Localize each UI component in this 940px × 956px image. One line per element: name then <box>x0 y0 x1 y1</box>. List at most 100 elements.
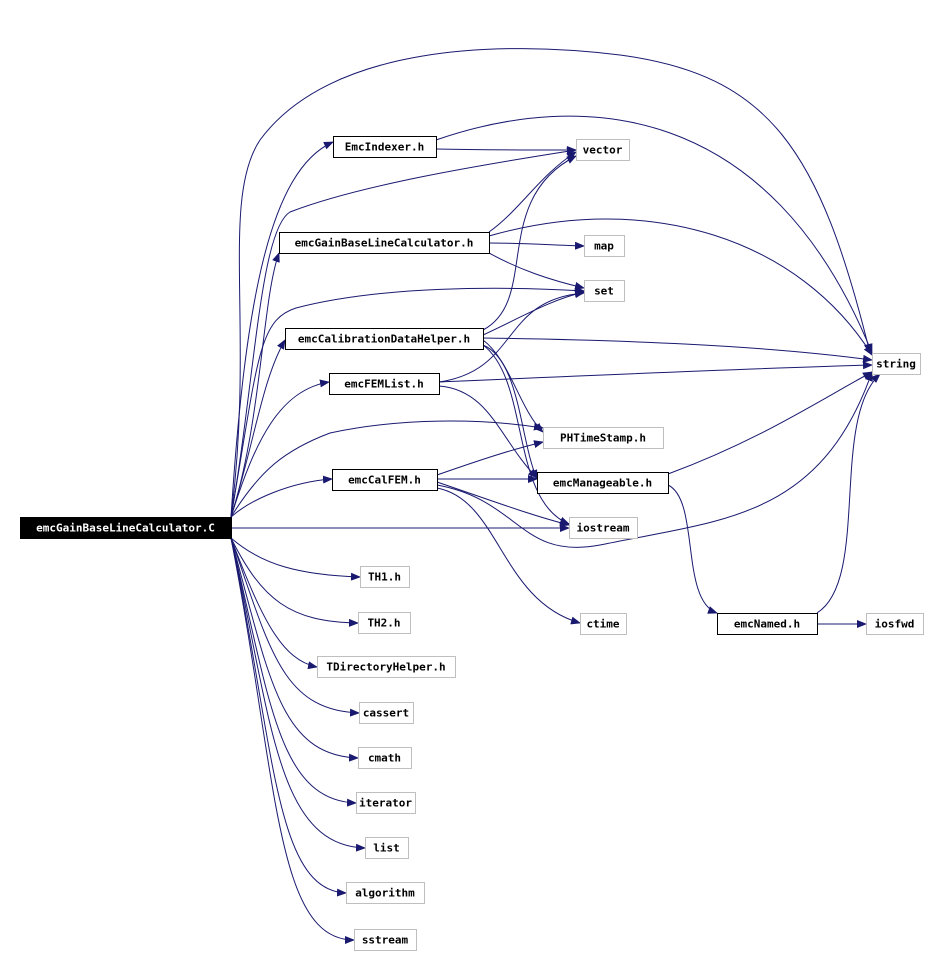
node-label-iosfwd: iosfwd <box>875 618 915 631</box>
node-label-sstream: sstream <box>362 934 409 947</box>
node-box-ctime <box>580 613 627 635</box>
node-label-cassert: cassert <box>363 707 409 720</box>
edge-emcFEMList-to-emcManageable <box>438 385 538 479</box>
node-cmath: cmath <box>358 747 412 769</box>
node-vector: vector <box>576 139 630 161</box>
node-emcCalibDH[interactable]: emcCalibrationDataHelper.h <box>285 328 484 350</box>
edge-root-to-PHTimeStamp <box>230 420 544 518</box>
node-box-cmath <box>358 747 412 769</box>
edge-EmcIndexer-to-string <box>435 115 873 354</box>
edge-emcCalFEM-to-string <box>436 371 873 548</box>
node-string: string <box>872 353 921 375</box>
edge-emcFEMList-to-set <box>438 289 585 383</box>
node-EmcIndexer[interactable]: EmcIndexer.h <box>333 136 437 158</box>
node-label-emcCalFEM: emcCalFEM.h <box>348 474 421 487</box>
node-label-PHTimeStamp: PHTimeStamp.h <box>560 432 646 445</box>
node-map: map <box>584 235 625 257</box>
edge-root-to-cassert <box>230 537 360 717</box>
edge-emcManageable-to-string <box>667 371 873 475</box>
node-TDirectoryHelper: TDirectoryHelper.h <box>317 656 456 678</box>
edge-emcCalibDH-to-vector <box>482 155 577 331</box>
node-label-emcCalibDH: emcCalibrationDataHelper.h <box>298 333 470 346</box>
edge-root-to-TDirectoryHelper <box>230 537 318 670</box>
node-box-emcCalibDH <box>285 328 484 350</box>
edge-root-to-cmath <box>230 537 359 762</box>
node-label-TH2: TH2.h <box>367 617 400 630</box>
node-box-string <box>872 353 921 375</box>
edge-emcFEMList-to-string <box>438 361 873 383</box>
node-emcManageable[interactable]: emcManageable.h <box>537 472 669 494</box>
node-box-EmcIndexer <box>333 136 437 158</box>
node-label-iterator: iterator <box>359 797 412 810</box>
node-TH2: TH2.h <box>358 612 411 634</box>
node-cassert: cassert <box>359 702 414 724</box>
node-algorithm: algorithm <box>346 882 425 904</box>
edge-root-to-list <box>230 537 366 852</box>
node-box-iterator <box>356 792 416 814</box>
node-box-TH1 <box>360 566 410 588</box>
node-emcGainBLC_h[interactable]: emcGainBaseLineCalculator.h <box>279 232 490 254</box>
node-box-list <box>365 837 409 859</box>
edge-root-to-sstream <box>230 537 355 944</box>
node-box-emcCalFEM <box>332 469 438 491</box>
edge-root-to-emcGainBLC_h <box>230 252 280 518</box>
node-box-emcManageable <box>537 472 669 494</box>
edge-emcCalFEM-to-ctime <box>436 487 581 625</box>
node-label-iostream: iostream <box>577 522 630 535</box>
edge-emcCalibDH-to-set <box>482 290 585 336</box>
node-box-iostream <box>569 517 638 539</box>
node-box-vector <box>576 139 630 161</box>
edge-emcNamed-to-string <box>816 373 881 614</box>
edges-layer <box>230 48 881 944</box>
node-sstream: sstream <box>354 929 417 951</box>
node-emcCalFEM[interactable]: emcCalFEM.h <box>332 469 438 491</box>
node-label-ctime: ctime <box>586 618 619 631</box>
edge-emcGainBLC_h-to-set <box>488 252 585 290</box>
node-box-emcNamed <box>717 613 818 635</box>
node-iterator: iterator <box>356 792 416 814</box>
node-box-TDirectoryHelper <box>317 656 456 678</box>
node-label-emcFEMList: emcFEMList.h <box>344 378 423 391</box>
node-box-cassert <box>359 702 414 724</box>
node-box-set <box>584 280 625 302</box>
edge-root-to-TH2 <box>230 537 359 627</box>
node-label-cmath: cmath <box>368 752 401 765</box>
node-emcNamed[interactable]: emcNamed.h <box>717 613 818 635</box>
edge-emcCalibDH-to-emcManageable <box>482 344 538 480</box>
node-label-map: map <box>594 240 614 253</box>
edge-emcCalibDH-to-PHTimeStamp <box>482 339 544 433</box>
node-label-algorithm: algorithm <box>355 887 415 900</box>
node-box-iosfwd <box>866 613 924 635</box>
node-label-set: set <box>594 285 614 298</box>
node-iosfwd: iosfwd <box>866 613 924 635</box>
node-label-list: list <box>373 842 400 855</box>
node-label-root: emcGainBaseLineCalculator.C <box>36 522 215 535</box>
nodes-layer: emcGainBaseLineCalculator.C EmcIndexer.h e… <box>20 136 924 951</box>
edge-root-to-algorithm <box>230 537 347 897</box>
node-label-vector: vector <box>583 144 623 157</box>
node-box-PHTimeStamp <box>543 427 664 449</box>
edge-emcCalibDH-to-iostream <box>482 344 570 525</box>
node-set: set <box>584 280 625 302</box>
node-box-root <box>20 517 232 539</box>
node-box-emcGainBLC_h <box>279 232 490 254</box>
node-list: list <box>365 837 409 859</box>
edge-root-to-vector <box>230 147 577 518</box>
edge-root-to-EmcIndexer <box>230 141 334 518</box>
node-label-TDirectoryHelper: TDirectoryHelper.h <box>326 661 445 674</box>
edge-emcGainBLC_h-to-vector <box>488 151 577 233</box>
node-label-string: string <box>876 358 916 371</box>
node-root[interactable]: emcGainBaseLineCalculator.C <box>20 517 232 539</box>
edge-root-to-TH1 <box>230 537 361 581</box>
node-PHTimeStamp: PHTimeStamp.h <box>543 427 664 449</box>
edge-emcCalFEM-to-iostream <box>436 481 570 527</box>
edge-root-to-emcCalibDH <box>230 339 286 518</box>
edge-emcGainBLC_h-to-map <box>488 241 585 250</box>
edge-emcGainBLC_h-to-string <box>488 218 873 356</box>
node-box-algorithm <box>346 882 425 904</box>
node-TH1: TH1.h <box>360 566 410 588</box>
node-box-map <box>584 235 625 257</box>
edge-root-to-string <box>230 48 872 518</box>
node-emcFEMList[interactable]: emcFEMList.h <box>329 373 440 395</box>
